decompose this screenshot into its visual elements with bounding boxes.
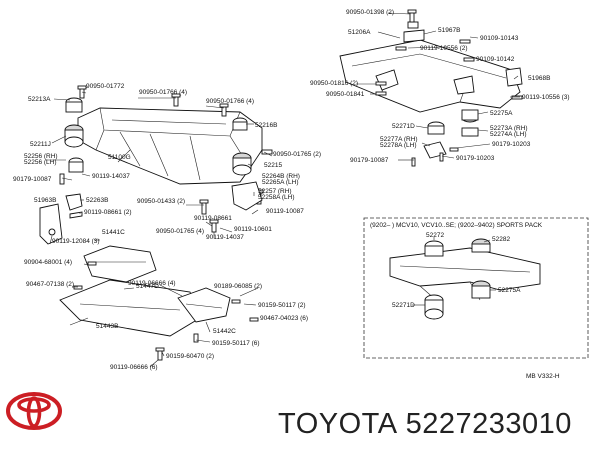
label-inset-52282: 52282	[492, 236, 510, 243]
brand-name: TOYOTA	[278, 408, 398, 440]
label-90159-50117-2: 90159-50117 (2)	[258, 302, 306, 309]
toyota-logo-icon	[6, 392, 62, 435]
label-90179-10203-a: 90179-10203	[492, 141, 531, 148]
sports-pack-inset	[363, 217, 589, 359]
label-52277A-rh: 52277A (RH)	[380, 136, 418, 143]
label-90109-10142: 90109-10142	[476, 56, 515, 63]
label-51963B: 51963B	[34, 197, 56, 204]
label-51443B: 51443B	[96, 323, 118, 330]
label-51967B: 51967B	[438, 27, 460, 34]
label-90950-01772: 90950-01772	[86, 83, 125, 90]
label-90119-12084: 90119-12084 (3)	[52, 238, 100, 245]
label-51206A: 51206A	[348, 29, 371, 36]
part-number: 5227233010	[405, 408, 572, 440]
label-90950-01765-2: 90950-01765 (2)	[273, 151, 321, 158]
label-52263B: 52263B	[86, 197, 108, 204]
label-90950-01766-b: 90950-01766 (4)	[206, 98, 254, 105]
label-52211J: 52211J	[30, 141, 51, 148]
label-52256-rh: 52256 (RH)	[24, 153, 58, 160]
inset-title: (9202– ) MCV10, VCV10..SE; (9202–9402) S…	[370, 222, 543, 229]
label-90109-10143: 90109-10143	[480, 35, 519, 42]
label-90119-10556-3: 90119-10556 (3)	[522, 94, 570, 101]
label-52274A-lh: 52274A (LH)	[490, 131, 527, 138]
label-inset-52271D: 52271D	[392, 302, 415, 309]
label-90467-07138: 90467-07138 (2)	[26, 281, 74, 288]
label-90950-01841: 90950-01841	[326, 91, 365, 98]
label-52256-lh: 52256 (LH)	[24, 159, 57, 166]
label-52264B-rh: 52264B (RH)	[262, 173, 300, 180]
front-crossmember-drawing	[39, 85, 273, 368]
label-inset-52275A: 52275A	[498, 287, 521, 294]
label-90950-01433: 90950-01433 (2)	[137, 198, 185, 205]
label-90119-06666-4: 90119-06666 (4)	[128, 280, 176, 287]
label-90950-01765-4: 90950-01765 (4)	[156, 228, 204, 235]
label-90159-50117-6: 90159-50117 (6)	[212, 340, 260, 347]
label-52257-rh: 52257 (RH)	[258, 188, 292, 195]
label-52213A: 52213A	[28, 96, 51, 103]
label-90950-01766-a: 90950-01766 (4)	[139, 89, 187, 96]
label-52278A-lh: 52278A (LH)	[380, 142, 417, 149]
label-52265A-lh: 52265A (LH)	[262, 179, 299, 186]
label-90179-10087: 90179-10087	[13, 176, 52, 183]
label-51441C: 51441C	[102, 229, 125, 236]
footer-code: MB V332-H	[526, 373, 560, 380]
label-90119-10556-2: 90119-10556 (2)	[420, 45, 468, 52]
label-51442C: 51442C	[213, 328, 236, 335]
label-90159-60470: 90159-60470 (2)	[166, 353, 214, 360]
label-51968B: 51968B	[528, 75, 550, 82]
label-90119-08661: 90119-08661	[194, 215, 232, 222]
label-90119-10601: 90119-10601	[234, 226, 272, 233]
label-52215: 52215	[264, 162, 282, 169]
label-inset-52272: 52272	[426, 232, 444, 239]
label-90950-01816: 90950-01816 (2)	[310, 80, 358, 87]
label-51100G: 51100G	[108, 154, 131, 161]
label-90119-10087: 90119-10087	[266, 208, 304, 215]
label-90467-04023: 90467-04023 (6)	[260, 315, 308, 322]
label-90119-06666-6: 90119-06666 (6)	[110, 364, 158, 371]
label-90119-14037-a: 90119-14037	[92, 173, 130, 180]
label-52258A-lh: 52258A (LH)	[258, 194, 295, 201]
label-90179-10087-r: 90179-10087	[350, 157, 389, 164]
part-number-labels: 52213A 90950-01772 90950-01766 (4) 90950…	[13, 9, 570, 380]
label-52275A: 52275A	[490, 110, 513, 117]
label-90119-14037-b: 90119-14037	[206, 234, 244, 241]
label-90950-01398: 90950-01398 (2)	[346, 9, 394, 16]
label-90189-06085: 90189-06085 (2)	[214, 283, 262, 290]
label-90904-68001: 90904-68001 (4)	[24, 259, 72, 266]
label-51447D: 51447D	[136, 283, 159, 290]
label-90119-08661-2: 90119-08661 (2)	[84, 209, 132, 216]
label-52216B: 52216B	[255, 122, 277, 129]
label-90179-10203-b: 90179-10203	[456, 155, 495, 162]
rear-crossmember-drawing	[339, 9, 523, 167]
label-52271D: 52271D	[392, 123, 415, 130]
label-52273A-rh: 52273A (RH)	[490, 125, 528, 132]
